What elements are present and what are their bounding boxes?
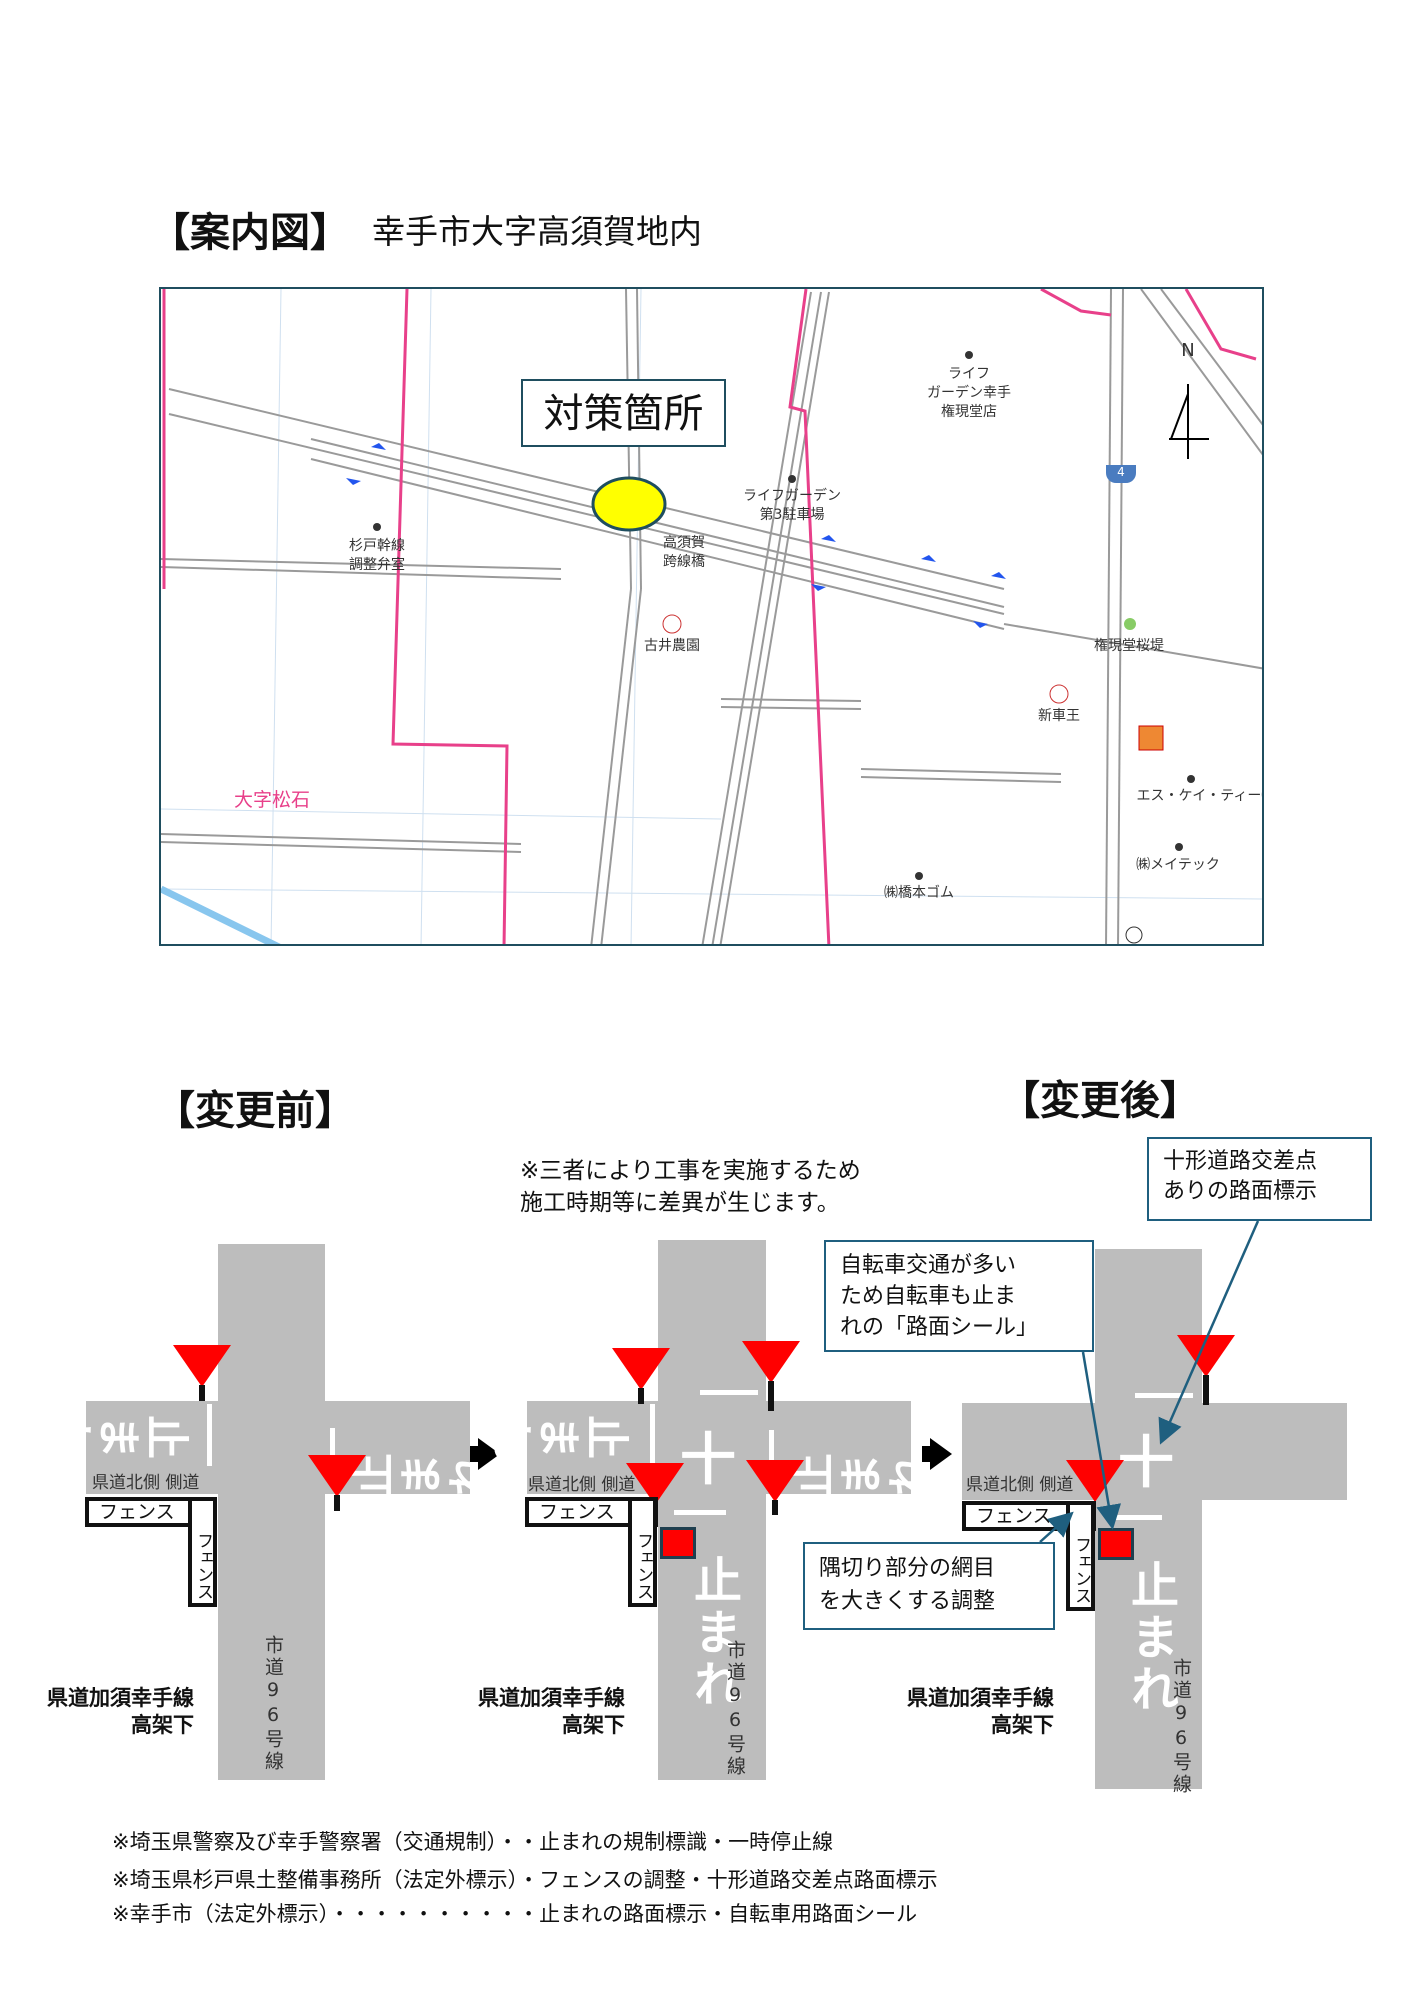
sign-pole: [1203, 1375, 1209, 1405]
bridge-label-line: 県道加須幸手線: [907, 1686, 1054, 1710]
map-label: ガーデン幸手: [927, 385, 1011, 401]
sign-pole: [768, 1381, 774, 1411]
stop-sign-icon: [1066, 1460, 1124, 1502]
map-label: 新車王: [1038, 708, 1080, 724]
arrow-shaft: [922, 1446, 932, 1462]
stop-road-marking: 止まれ: [1122, 1560, 1178, 1716]
stop-line: [700, 1390, 758, 1395]
note-line: ※三者により工事を実施するため: [520, 1158, 861, 1184]
stop-road-marking: 止まれ: [685, 1555, 741, 1711]
bridge-label: 県道加須幸手線高架下: [450, 1685, 625, 1739]
footnote: ※埼玉県杉戸県土整備事務所（法定外標示）・フェンスの調整・十形道路交差点路面標示: [112, 1868, 938, 1892]
sign-pole: [334, 1495, 340, 1511]
target-label: 対策箇所: [521, 379, 726, 447]
shrine-icon: [1125, 926, 1143, 944]
bridge-label-line: 県道加須幸手線: [47, 1686, 194, 1710]
city-road: [218, 1244, 325, 1780]
map-label: ライフ: [948, 366, 990, 382]
arrow-right-icon: [930, 1438, 952, 1470]
sign-pole: [199, 1385, 205, 1401]
footnote: ※埼玉県警察及び幸手警察署（交通規制）・・止まれの規制標識・一時停止線: [112, 1830, 834, 1854]
north-label: N: [1181, 340, 1195, 361]
side-road: [527, 1401, 911, 1494]
map-label: 杉戸幹線: [349, 538, 405, 554]
map-label: ㈱橋本ゴム: [884, 885, 954, 901]
sign-pole: [638, 1388, 644, 1404]
map-title: 【案内図】: [150, 210, 350, 256]
stop-sign-icon: [742, 1341, 800, 1383]
after-title: 【変更後】: [1000, 1078, 1200, 1124]
sign-pole: [772, 1500, 778, 1515]
bridge-label: 県道加須幸手線高架下: [880, 1685, 1054, 1739]
map-label: 権現堂桜堤: [1094, 638, 1164, 654]
shop-icon: [1049, 684, 1069, 704]
map-label: 調整弁室: [349, 557, 405, 573]
map-label: ㈱メイテック: [1136, 857, 1220, 873]
bicycle-stop-seal: [660, 1527, 696, 1559]
arrow-shaft: [470, 1446, 480, 1462]
stop-sign-icon: [173, 1345, 231, 1387]
map-label: 高須賀: [663, 535, 705, 551]
side-road-label: 県道北側 側道: [528, 1475, 636, 1495]
construction-note: ※三者により工事を実施するため施工時期等に差異が生じます。: [520, 1155, 861, 1219]
map-label: 跨線橋: [663, 554, 705, 570]
callout-bicycle: 自転車交通が多い ため自転車も止ま れの「路面シール」: [824, 1240, 1094, 1352]
map-label: 第3駐車場: [759, 507, 825, 523]
route-shield: 4: [1106, 465, 1136, 483]
callout-cross-road: 十形道路交差点 ありの路面標示: [1147, 1137, 1372, 1221]
fence-vertical: フェンス: [188, 1497, 217, 1607]
stop-sign-icon: [612, 1348, 670, 1390]
cross-road-marking: 十: [680, 1428, 736, 1493]
note-line: 施工時期等に差異が生じます。: [520, 1190, 840, 1216]
side-road: [86, 1401, 470, 1494]
callout-mesh: 隅切り部分の網目 を大きくする調整: [803, 1542, 1055, 1630]
bridge-label-line: 県道加須幸手線: [478, 1686, 625, 1710]
before-title: 【変更前】: [155, 1088, 355, 1134]
fence-vertical: フェンス: [1066, 1501, 1095, 1611]
arrow-right-icon: [478, 1438, 500, 1470]
side-road-label: 県道北側 側道: [92, 1473, 200, 1493]
map-label: 古井農園: [644, 638, 700, 654]
shop-icon: [662, 614, 682, 634]
location-map: N 4 対策箇所 ライフガーデン幸手権現堂店 ライフガーデン第3駐車場 高須賀跨…: [159, 287, 1264, 946]
map-label: エス・ケイ・ティー㈱: [1136, 788, 1264, 804]
city-road-label: 市道96号線: [1170, 1658, 1192, 1796]
map-label: ライフガーデン: [743, 488, 841, 504]
bridge-label-line: 高架下: [991, 1713, 1054, 1737]
bridge-label-line: 高架下: [131, 1713, 194, 1737]
traffic-arrows: [346, 443, 1006, 628]
stop-line: [330, 1428, 335, 1478]
city-road-label: 市道96号線: [262, 1635, 284, 1773]
gas-station-icon: [1138, 725, 1164, 751]
stop-line: [769, 1430, 774, 1478]
traffic-signal-icon: [1124, 618, 1136, 630]
bridge-label-line: 高架下: [562, 1713, 625, 1737]
stop-line: [1110, 1515, 1162, 1520]
north-arrow-icon: [1169, 384, 1209, 459]
district-label: 大字松石: [233, 789, 311, 811]
stop-line: [650, 1404, 655, 1466]
footnote: ※幸手市（法定外標示）・・・・・・・・・・止まれの路面標示・自転車用路面シール: [112, 1902, 918, 1926]
stop-sign-icon: [746, 1460, 804, 1502]
city-road-label: 市道96号線: [724, 1640, 746, 1778]
stop-sign-icon: [308, 1455, 366, 1497]
side-road-label: 県道北側 側道: [966, 1475, 1074, 1495]
stop-line: [674, 1510, 726, 1515]
stop-line: [1135, 1393, 1193, 1398]
location-subtitle: 幸手市大字高須賀地内: [372, 212, 702, 251]
fence-vertical: フェンス: [628, 1497, 657, 1607]
bridge-label: 県道加須幸手線高架下: [20, 1685, 194, 1739]
target-location-marker: [591, 476, 667, 532]
map-label: 権現堂店: [941, 404, 997, 420]
stop-line: [207, 1404, 212, 1466]
side-road: [962, 1403, 1347, 1500]
